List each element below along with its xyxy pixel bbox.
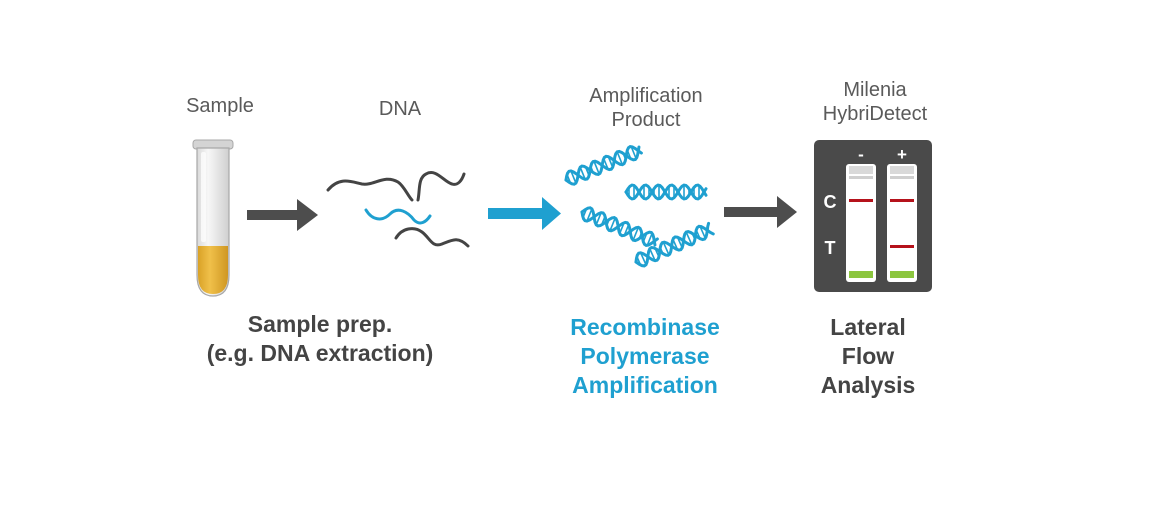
- device-label-line1: Milenia: [843, 79, 907, 101]
- test-line: [890, 245, 914, 248]
- dna-strands-icon: [326, 171, 470, 248]
- sample-label: Sample: [186, 95, 254, 117]
- amplification-product-label: Amplification Product: [556, 84, 736, 132]
- amplification-product-label-line1: Amplification: [589, 85, 703, 107]
- rpa-line2: Polymerase: [580, 343, 710, 369]
- sample-prep-line2: (e.g. DNA extraction): [206, 340, 434, 366]
- dna-helix-icon: [624, 183, 708, 201]
- control-line: [849, 199, 873, 202]
- strip-plus-label: +: [897, 145, 907, 164]
- test-label: T: [825, 238, 836, 258]
- sample-tube-icon: [192, 139, 234, 297]
- rpa-line3: Amplification: [572, 372, 718, 398]
- arrow-right-icon: [724, 196, 797, 228]
- arrow-right-icon: [488, 197, 561, 230]
- arrow-right-icon: [247, 199, 318, 231]
- test-strip-positive: [887, 164, 917, 282]
- test-strip-negative: [846, 164, 876, 282]
- strip-minus-label: -: [858, 145, 864, 164]
- device-label-line2: HybriDetect: [822, 103, 928, 125]
- sample-prep-step-label: Sample prep. (e.g. DNA extraction): [170, 310, 470, 368]
- lfa-step-label: Lateral Flow Analysis: [788, 313, 948, 400]
- dna-label: DNA: [378, 98, 422, 120]
- rpa-line1: Recombinase: [570, 314, 720, 340]
- sample-prep-line1: Sample prep.: [247, 311, 393, 337]
- rpa-step-label: Recombinase Polymerase Amplification: [530, 313, 760, 400]
- dna-helix-icon: [564, 145, 643, 186]
- lateral-flow-device: - + C T: [814, 140, 932, 292]
- lfa-line2: Flow: [841, 343, 895, 369]
- control-line: [890, 199, 914, 202]
- control-label: C: [824, 192, 837, 212]
- dna-helix-icon: [634, 221, 715, 268]
- amplification-product-icon: [564, 145, 715, 268]
- dna-helix-icon: [580, 206, 659, 247]
- amplification-product-label-line2: Product: [611, 109, 681, 131]
- lfa-line3: Analysis: [820, 372, 916, 398]
- device-label: Milenia HybriDetect: [790, 78, 960, 126]
- lfa-line1: Lateral: [830, 314, 906, 340]
